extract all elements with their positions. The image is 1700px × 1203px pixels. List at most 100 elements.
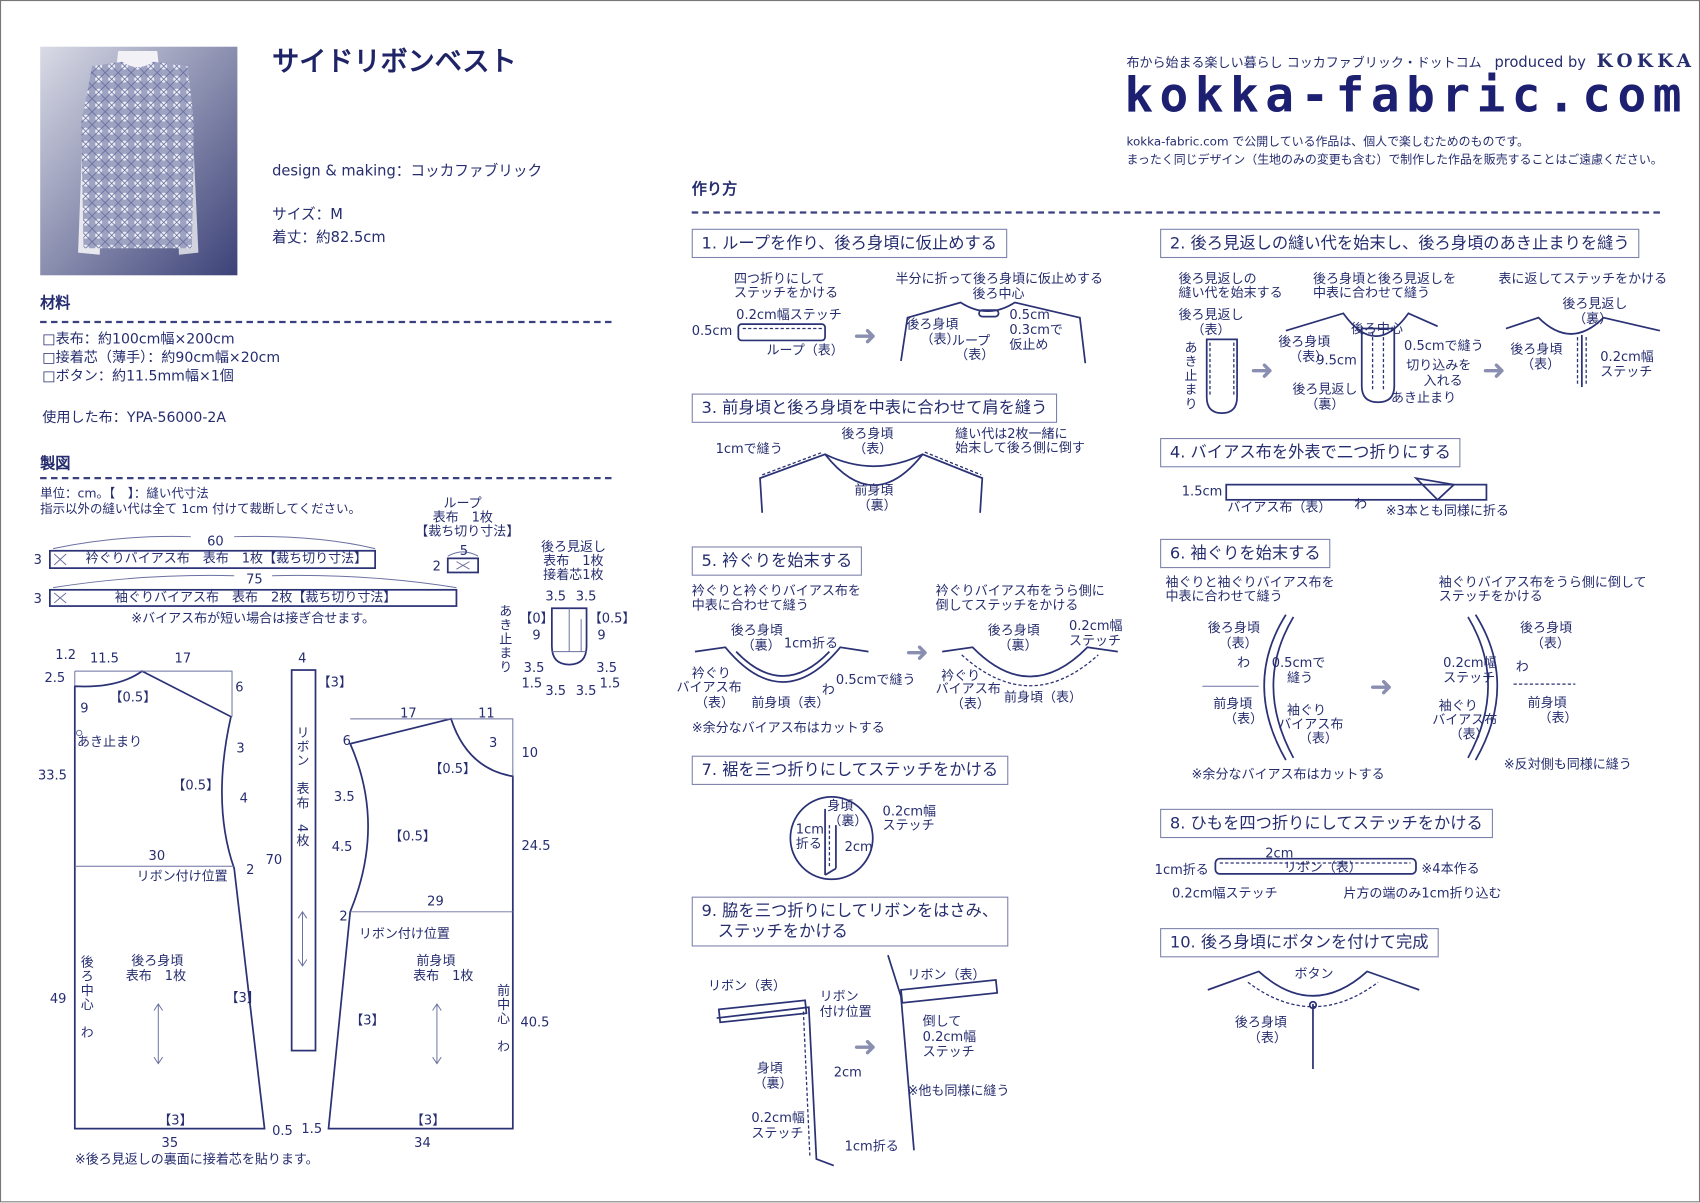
pattern-dimension-label: リボン付け位置: [358, 925, 450, 942]
pattern-dimension-label: 【3】: [410, 1112, 446, 1128]
pattern-dimension-label: 3.5: [545, 683, 567, 699]
tagline-text: 布から始まる楽しい暮らし コッカファブリック・ドットコム: [1126, 55, 1482, 71]
materials-heading: 材料: [40, 294, 71, 313]
step-diagram-label: 1.5cm: [1181, 483, 1223, 499]
collar-bias-strip: [49, 535, 377, 569]
step-diagram-label: 後ろ身頃: [1207, 620, 1260, 636]
step10-diagram: [1207, 970, 1420, 1070]
step-diagram-label: 0.5cm: [1009, 306, 1050, 323]
pattern-dimension-label: 75: [246, 571, 263, 587]
step-3-title: 3. 前身頃と後ろ身頃を中表に合わせて肩を縫う: [691, 393, 1058, 423]
step-diagram-label: 1cm: [795, 821, 824, 838]
step-diagram-label: バイアス布: [1278, 716, 1344, 732]
step-diagram-label: 1cm折る: [783, 635, 839, 651]
step-diagram-label: 後ろ見返しの: [1178, 271, 1257, 287]
pattern-dimension-label: あき止まり: [497, 603, 513, 675]
pattern-dimension-label: 4: [239, 790, 248, 806]
step-diagram-label: 入れる: [1423, 372, 1463, 389]
notice-line: kokka-fabric.com で公開している作品は、個人で楽しむためのもので…: [1126, 134, 1529, 149]
step-4-title: 4. バイアス布を外表で二つ折りにする: [1160, 438, 1461, 468]
pattern-dimension-label: 表布 1枚: [432, 509, 493, 525]
step-2-title: 2. 後ろ見返しの縫い代を始末し、後ろ身頃のあき止まりを縫う: [1160, 228, 1640, 259]
pattern-dimension-label: 2.5: [44, 670, 66, 686]
step-diagram-label: 四つ折りにして: [734, 271, 825, 287]
step-10-title: 10. 後ろ身頃にボタンを付けて完成: [1160, 928, 1439, 958]
pattern-dimension-label: 34: [414, 1135, 431, 1151]
step-diagram-label: ステッチをかける: [734, 285, 839, 301]
step-diagram-label: 0.2cm幅: [1443, 654, 1497, 671]
pattern-notes: 単位：cm。【 】：縫い代寸法 指示以外の縫い代は全て 1cm 付けて裁断してく…: [40, 486, 361, 516]
pattern-dimension-label: 24.5: [521, 838, 551, 854]
pattern-dimension-label: 【0.5】: [429, 761, 477, 777]
material-item: □表布：約100cm幅×200cm: [42, 331, 235, 349]
pattern-dimension-label: 後ろ中心 わ: [79, 955, 95, 1040]
pattern-dimension-label: 17: [400, 705, 417, 721]
step-diagram-label: 0.3cmで: [1009, 322, 1063, 338]
pattern-dimension-label: 9: [80, 700, 89, 716]
step-diagram-label: 0.2cm幅: [882, 803, 937, 819]
pattern-dimension-label: 前中心 わ: [495, 983, 511, 1054]
step-diagram-label: 半分に折って後ろ身頃に仮止めする: [895, 271, 1104, 287]
step-diagram-label: バイアス布: [935, 680, 1001, 697]
step-diagram-label: 前身頃（表）: [751, 694, 830, 711]
step-diagram-label: わ: [1237, 654, 1251, 671]
step-5-title: 5. 衿ぐりを始末する: [691, 546, 863, 576]
step-diagram-label: 0.5cm: [691, 323, 733, 339]
arrow-right-icon: ➜: [905, 636, 929, 669]
step-1-title: 1. ループを作り、後ろ身頃に仮止めする: [691, 228, 1007, 259]
step-diagram-label: ※余分なバイアス布はカットする: [691, 719, 885, 736]
step-diagram-label: 前身頃（表）: [1003, 689, 1083, 705]
pattern-dimension-label: 60: [207, 533, 224, 549]
page-title: サイドリボンベスト: [272, 45, 517, 77]
notice-line: まったく同じデザイン（生地のみの変更も含む）で制作した作品を販売することはご遠慮…: [1126, 152, 1663, 167]
step-diagram-label: ステッチ: [751, 1125, 804, 1141]
pattern-dimension-label: 表布 1枚: [125, 968, 187, 984]
step-diagram-label: 衿ぐりと衿ぐりバイアス布を: [691, 583, 861, 599]
step-diagram-label: （裏）: [828, 813, 868, 829]
pattern-dimension-label: 1.5: [599, 675, 621, 691]
site-logo[interactable]: kokka-fabric.com: [1124, 68, 1688, 124]
pattern-dimension-label: 2: [246, 861, 255, 878]
pattern-dimension-label: 1.5: [521, 675, 543, 691]
step-diagram-label: 9.5cm: [1316, 352, 1357, 368]
armhole-bias-strip: [49, 574, 458, 607]
pattern-dimension-label: 後ろ身頃: [131, 953, 184, 969]
step-diagram-label: あき止まり: [1391, 390, 1457, 406]
front-bodice-piece: [327, 717, 514, 1130]
step-diagram-label: （表）: [1538, 710, 1578, 726]
step-diagram-label: （裏）: [1305, 396, 1345, 412]
pattern-dimension-label: 【0】: [519, 610, 554, 626]
arrow-right-icon: ➜: [853, 319, 877, 353]
step6-diagram: [1202, 614, 1576, 761]
pattern-dimension-label: 10: [521, 744, 539, 761]
arrow-right-icon: ➜: [853, 1031, 877, 1064]
step-diagram-label: 衿ぐり: [941, 667, 981, 684]
step-diagram-label: ※余分なバイアス布はカットする: [1191, 766, 1385, 782]
pattern-dimension-label: 6: [342, 732, 351, 749]
step-diagram-label: 表に返してステッチをかける: [1498, 271, 1668, 287]
step-diagram-label: バイアス布（表）: [1227, 499, 1332, 515]
step-diagram-label: 後ろ身頃: [906, 316, 959, 332]
pattern-dimension-label: ※バイアス布が短い場合は接ぎ合せます。: [131, 610, 375, 626]
pattern-dimension-label: 【裁ち切り寸法】: [415, 523, 520, 539]
pattern-dimension-label: 9: [597, 627, 606, 643]
site-tagline: 布から始まる楽しい暮らし コッカファブリック・ドットコム produced by…: [1126, 51, 1695, 73]
step1-diagram: [737, 301, 1087, 364]
step-diagram-label: 衿ぐりバイアス布をうら側に: [935, 583, 1105, 599]
pattern-dimension-label: 表布 1枚: [543, 552, 604, 569]
step-diagram-label: 後ろ身頃: [1520, 620, 1573, 636]
step-diagram-label: 2cm: [844, 839, 873, 855]
step-diagram-label: 仮止め: [1009, 337, 1049, 353]
step-diagram-label: 後ろ見返し: [1562, 295, 1628, 312]
step-diagram-label: 始末して後ろ側に倒す: [955, 440, 1085, 456]
step-diagram-label: （表）: [1191, 322, 1231, 338]
step-diagram-label: 縫い代は2枚一緒に: [955, 426, 1068, 442]
step-diagram-label: 後ろ見返し: [1178, 306, 1244, 323]
step-diagram-label: 0.2cm幅ステッチ: [1172, 885, 1278, 901]
step-diagram-label: 衿ぐり: [691, 665, 731, 681]
pattern-dimension-label: 接着芯1枚: [543, 567, 604, 583]
step-diagram-label: ステッチ: [1600, 364, 1653, 380]
step-diagram-label: 後ろ身頃: [987, 622, 1040, 638]
